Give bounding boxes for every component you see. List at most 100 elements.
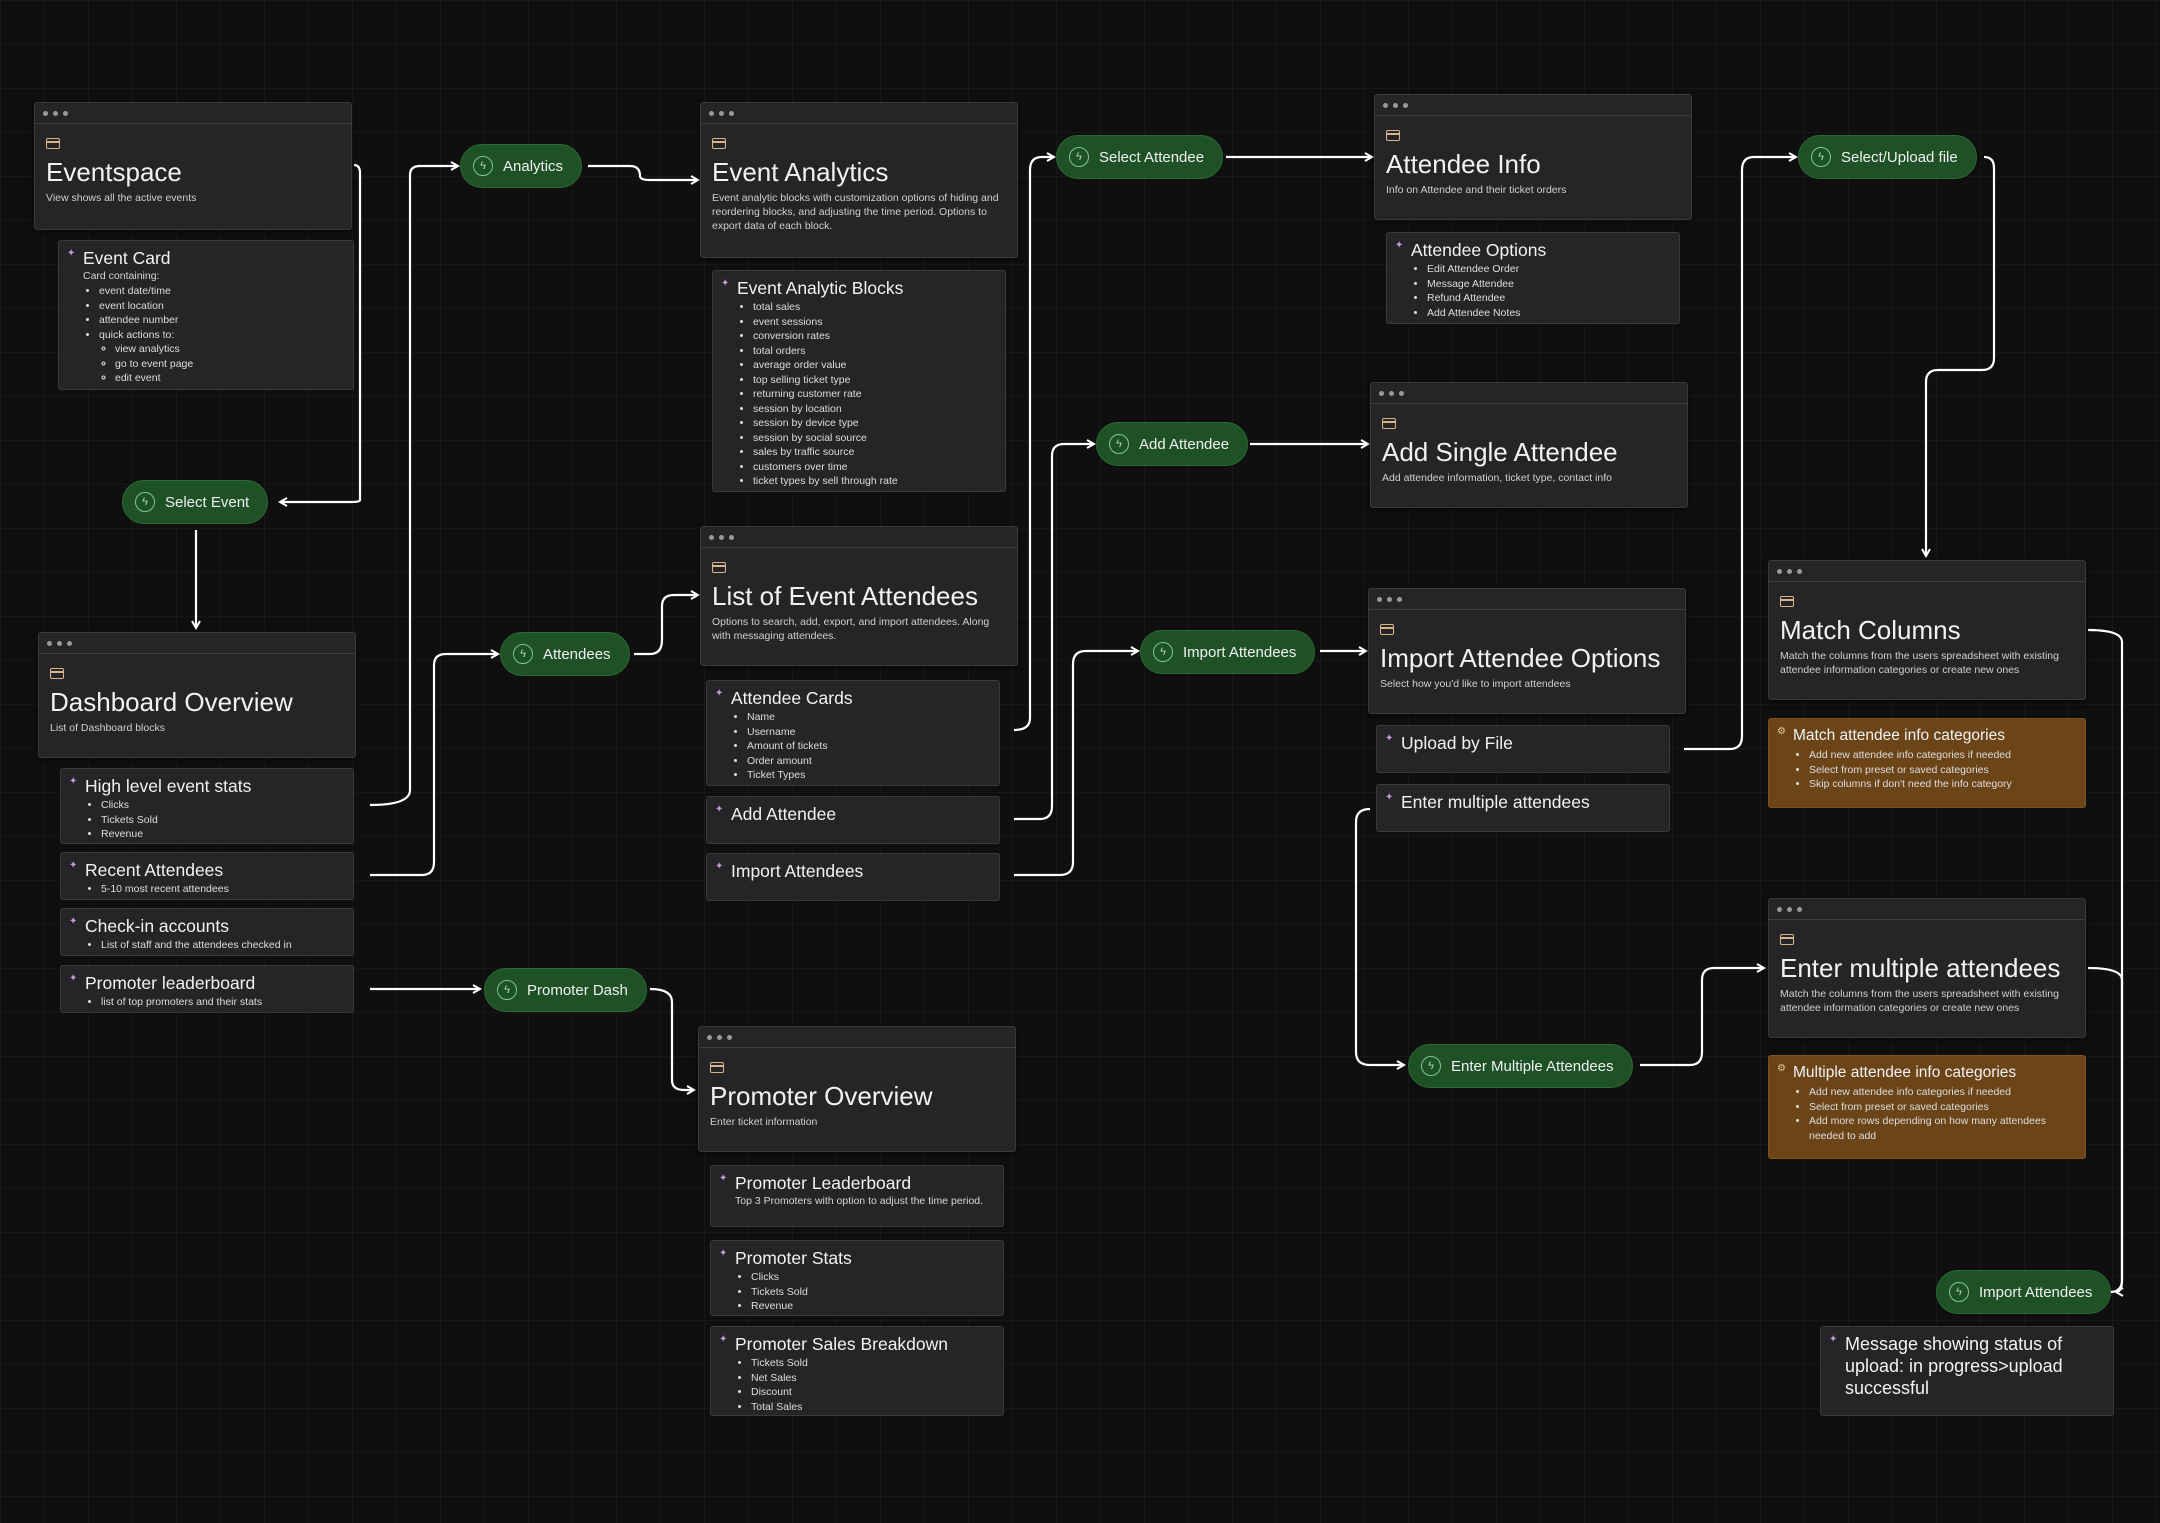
window-icon xyxy=(712,138,726,149)
checkin-accounts-block[interactable]: ✦Check-in accounts List of staff and the… xyxy=(60,908,354,956)
multiple-attendee-info-block[interactable]: ⚙Multiple attendee info categories Add n… xyxy=(1768,1055,2086,1159)
list-item: view analytics xyxy=(115,342,343,357)
eventspace-window[interactable]: Eventspace View shows all the active eve… xyxy=(34,102,352,230)
sparkle-icon: ✦ xyxy=(69,860,78,871)
enter-multiple-attendees-action[interactable]: ϟ Enter Multiple Attendees xyxy=(1408,1044,1633,1088)
import-attendees-block[interactable]: ✦Import Attendees xyxy=(706,853,1000,901)
list-item: event date/time xyxy=(99,284,343,299)
block-title: Recent Attendees xyxy=(85,860,224,880)
promoter-leaderboard-dash-block[interactable]: ✦Promoter leaderboard list of top promot… xyxy=(60,965,354,1013)
block-title: Event Card xyxy=(83,248,171,268)
wire-add-attendee-pill xyxy=(1014,444,1094,821)
upload-status-block[interactable]: ✦Message showing status of upload: in pr… xyxy=(1820,1326,2114,1416)
add-attendee-action[interactable]: ϟ Add Attendee xyxy=(1096,422,1249,466)
attendee-info-window[interactable]: Attendee Info Info on Attendee and their… xyxy=(1374,94,1692,220)
list-item: Add Attendee Notes xyxy=(1427,306,1669,321)
enter-multiple-attendees-window[interactable]: Enter multiple attendees Match the colum… xyxy=(1768,898,2086,1038)
select-upload-file-action[interactable]: ϟ Select/Upload file xyxy=(1798,135,1977,179)
lightning-icon: ϟ xyxy=(1949,1282,1969,1302)
attendees-action[interactable]: ϟ Attendees xyxy=(500,632,630,676)
window-controls xyxy=(1375,95,1691,116)
upload-by-file-block[interactable]: ✦Upload by File xyxy=(1376,725,1670,773)
promoter-stats-block[interactable]: ✦Promoter Stats Clicks Tickets Sold Reve… xyxy=(710,1240,1004,1316)
wire-enter-multiple-pill xyxy=(1354,807,1404,1065)
list-item: Username xyxy=(747,725,989,740)
sparkle-icon: ✦ xyxy=(1395,240,1404,251)
list-item: event sessions xyxy=(753,315,995,330)
list-item: total sales xyxy=(753,300,995,315)
wire-recent-attendees-pill xyxy=(370,654,498,877)
select-event-action[interactable]: ϟ Select Event xyxy=(122,480,269,524)
block-title: Attendee Cards xyxy=(731,688,853,708)
dashboard-overview-window[interactable]: Dashboard Overview List of Dashboard blo… xyxy=(38,632,356,758)
wire-attendee-cards-select xyxy=(1013,157,1054,732)
analytics-action[interactable]: ϟ Analytics xyxy=(460,144,583,188)
list-item: event location xyxy=(99,299,343,314)
promoter-dash-action[interactable]: ϟ Promoter Dash xyxy=(484,968,647,1012)
attendee-options-block[interactable]: ✦Attendee Options Edit Attendee Order Me… xyxy=(1386,232,1680,324)
enter-multiple-attendees-option-block[interactable]: ✦Enter multiple attendees xyxy=(1376,784,1670,832)
window-title: Eventspace xyxy=(46,157,182,187)
list-event-attendees-window[interactable]: List of Event Attendees Options to searc… xyxy=(700,526,1018,666)
add-attendee-block[interactable]: ✦Add Attendee xyxy=(706,796,1000,844)
promoter-overview-window[interactable]: Promoter Overview Enter ticket informati… xyxy=(698,1026,1016,1152)
list-item: Ticket Types xyxy=(747,768,989,783)
import-attendees-action[interactable]: ϟ Import Attendees xyxy=(1140,630,1316,674)
import-attendee-options-window[interactable]: Import Attendee Options Select how you'd… xyxy=(1368,588,1686,714)
list-item: Discount xyxy=(751,1385,993,1400)
wire-analytics-window xyxy=(588,164,698,180)
list-item: Net Sales xyxy=(751,1371,993,1386)
window-subtitle: Match the columns from the users spreads… xyxy=(1780,650,2059,676)
sparkle-icon: ✦ xyxy=(1385,733,1394,744)
match-attendee-info-block[interactable]: ⚙Match attendee info categories Add new … xyxy=(1768,718,2086,808)
lightning-icon: ϟ xyxy=(1153,642,1173,662)
high-level-stats-block[interactable]: ✦High level event stats Clicks Tickets S… xyxy=(60,768,354,844)
promoter-leaderboard-block[interactable]: ✦Promoter Leaderboard Top 3 Promoters wi… xyxy=(710,1165,1004,1227)
list-item: Clicks xyxy=(101,798,343,813)
list-item: conversion rates xyxy=(753,329,995,344)
list-item: ticket types by sell through rate xyxy=(753,474,995,489)
block-title: High level event stats xyxy=(85,776,252,796)
import-attendees-final-action[interactable]: ϟ Import Attendees xyxy=(1936,1270,2112,1314)
window-controls xyxy=(1769,899,2085,920)
add-single-attendee-window[interactable]: Add Single Attendee Add attendee informa… xyxy=(1370,382,1688,508)
event-analytic-blocks-block[interactable]: ✦Event Analytic Blocks total sales event… xyxy=(712,270,1006,492)
list-item: session by device type xyxy=(753,416,995,431)
list-item: average order value xyxy=(753,358,995,373)
list-item: total orders xyxy=(753,344,995,359)
action-label: Add Attendee xyxy=(1139,435,1230,453)
window-title: Import Attendee Options xyxy=(1380,643,1661,673)
window-controls xyxy=(699,1027,1015,1048)
promoter-sales-breakdown-block[interactable]: ✦Promoter Sales Breakdown Tickets Sold N… xyxy=(710,1326,1004,1416)
sparkle-icon: ✦ xyxy=(67,248,76,259)
window-controls xyxy=(1371,383,1687,404)
match-columns-window[interactable]: Match Columns Match the columns from the… xyxy=(1768,560,2086,700)
window-subtitle: Select how you'd like to import attendee… xyxy=(1380,678,1571,690)
lightning-icon: ϟ xyxy=(1421,1056,1441,1076)
list-item: Order amount xyxy=(747,754,989,769)
action-label: Enter Multiple Attendees xyxy=(1451,1057,1614,1075)
sparkle-icon: ✦ xyxy=(69,973,78,984)
window-title: Attendee Info xyxy=(1386,149,1541,179)
attendee-cards-block[interactable]: ✦Attendee Cards Name Username Amount of … xyxy=(706,680,1000,786)
window-title: Promoter Overview xyxy=(710,1081,933,1111)
event-card-block[interactable]: ✦Event Card Card containing: event date/… xyxy=(58,240,354,390)
window-title: Dashboard Overview xyxy=(50,687,293,717)
block-title: Promoter leaderboard xyxy=(85,973,256,993)
list-item: returning customer rate xyxy=(753,387,995,402)
wire-match-import-final xyxy=(2087,628,2124,1294)
wire-attendees-window xyxy=(634,595,698,656)
wire-enter-multiple-import-final xyxy=(2087,966,2122,1292)
sparkle-icon: ✦ xyxy=(719,1248,728,1259)
sparkle-icon: ✦ xyxy=(719,1334,728,1345)
block-title: Attendee Options xyxy=(1411,240,1547,260)
event-analytics-window[interactable]: Event Analytics Event analytic blocks wi… xyxy=(700,102,1018,258)
wire-enter-multiple-window xyxy=(1640,968,1764,1067)
select-attendee-action[interactable]: ϟ Select Attendee xyxy=(1056,135,1224,179)
block-title: Match attendee info categories xyxy=(1793,727,2005,744)
action-label: Import Attendees xyxy=(1183,643,1297,661)
recent-attendees-block[interactable]: ✦Recent Attendees 5-10 most recent atten… xyxy=(60,852,354,900)
list-item: Add more rows depending on how many atte… xyxy=(1809,1114,2075,1143)
sparkle-icon: ✦ xyxy=(69,776,78,787)
list-item: Amount of tickets xyxy=(747,739,989,754)
